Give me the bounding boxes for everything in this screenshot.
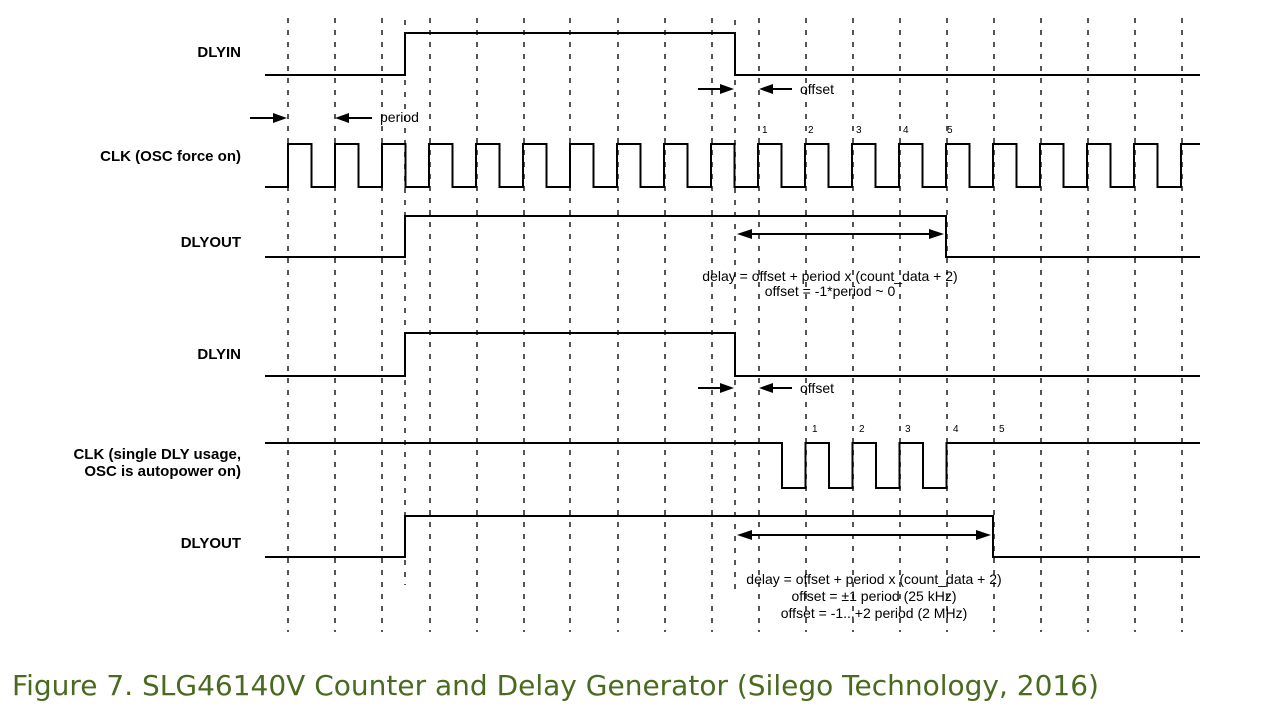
- upper-offset-label: offset: [800, 81, 834, 97]
- lower-pulse-number-1: 1: [812, 424, 818, 435]
- lower-dlyin-label: DLYIN: [197, 346, 241, 363]
- grid-lines: [287, 18, 1183, 632]
- lower-clk-trace: [265, 442, 1200, 489]
- lower-clk-label-line-1: CLK (single DLY usage,: [73, 446, 241, 463]
- period-arrow-right-head: [335, 113, 349, 123]
- upper-dlyout-label: DLYOUT: [181, 234, 241, 251]
- upper-pulse-number-5: 5: [947, 125, 953, 136]
- lower-offset-arrow-left-head: [720, 383, 734, 393]
- upper-delay-arrow-head-right: [929, 229, 944, 239]
- offset-arrow-right-head: [759, 84, 773, 94]
- upper-clk-label: CLK (OSC force on): [100, 148, 241, 165]
- lower-dlyout-label: DLYOUT: [181, 535, 241, 552]
- upper-clk-trace: [265, 143, 1200, 188]
- upper-pulse-number-1: 1: [762, 125, 768, 136]
- lower-offset-arrow-right-head: [759, 383, 773, 393]
- lower-pulse-number-5: 5: [999, 424, 1005, 435]
- lower-formula-line-1: delay = offset + period x (count_data + …: [746, 571, 1001, 587]
- upper-delay-arrow-head-left: [737, 229, 752, 239]
- lower-clk-label-line-2: OSC is autopower on): [84, 463, 241, 480]
- lower-delay-arrow-head-right: [976, 530, 991, 540]
- timing-diagram: DLYIN offset period 1 2 3 4 5 CLK (OSC f…: [73, 18, 1200, 632]
- period-label: period: [380, 109, 419, 125]
- lower-dlyin-trace: [265, 332, 1200, 377]
- lower-dlyout-trace: [265, 515, 1200, 558]
- upper-formula-line-1: delay = offset + period x (count_data + …: [702, 268, 957, 284]
- period-arrow-left-head: [273, 113, 287, 123]
- upper-pulse-number-4: 4: [903, 125, 909, 136]
- figure-caption: Figure 7. SLG46140V Counter and Delay Ge…: [12, 669, 1099, 702]
- lower-formula-line-2: offset = ±1 period (25 kHz): [791, 588, 956, 604]
- upper-pulse-number-2: 2: [808, 125, 814, 136]
- lower-pulse-number-3: 3: [905, 424, 911, 435]
- upper-dlyout-trace: [265, 215, 1200, 258]
- offset-arrow-left-head: [720, 84, 734, 94]
- lower-formula-line-3: offset = -1...+2 period (2 MHz): [781, 605, 968, 621]
- upper-dlyin-label: DLYIN: [197, 44, 241, 61]
- lower-offset-label: offset: [800, 380, 834, 396]
- upper-formula-line-2: offset = -1*period ~ 0: [765, 283, 896, 299]
- lower-delay-arrow-head-left: [737, 530, 752, 540]
- lower-pulse-number-4: 4: [953, 424, 959, 435]
- upper-dlyin-trace: [265, 32, 1200, 76]
- upper-pulse-number-3: 3: [856, 125, 862, 136]
- lower-pulse-number-2: 2: [859, 424, 865, 435]
